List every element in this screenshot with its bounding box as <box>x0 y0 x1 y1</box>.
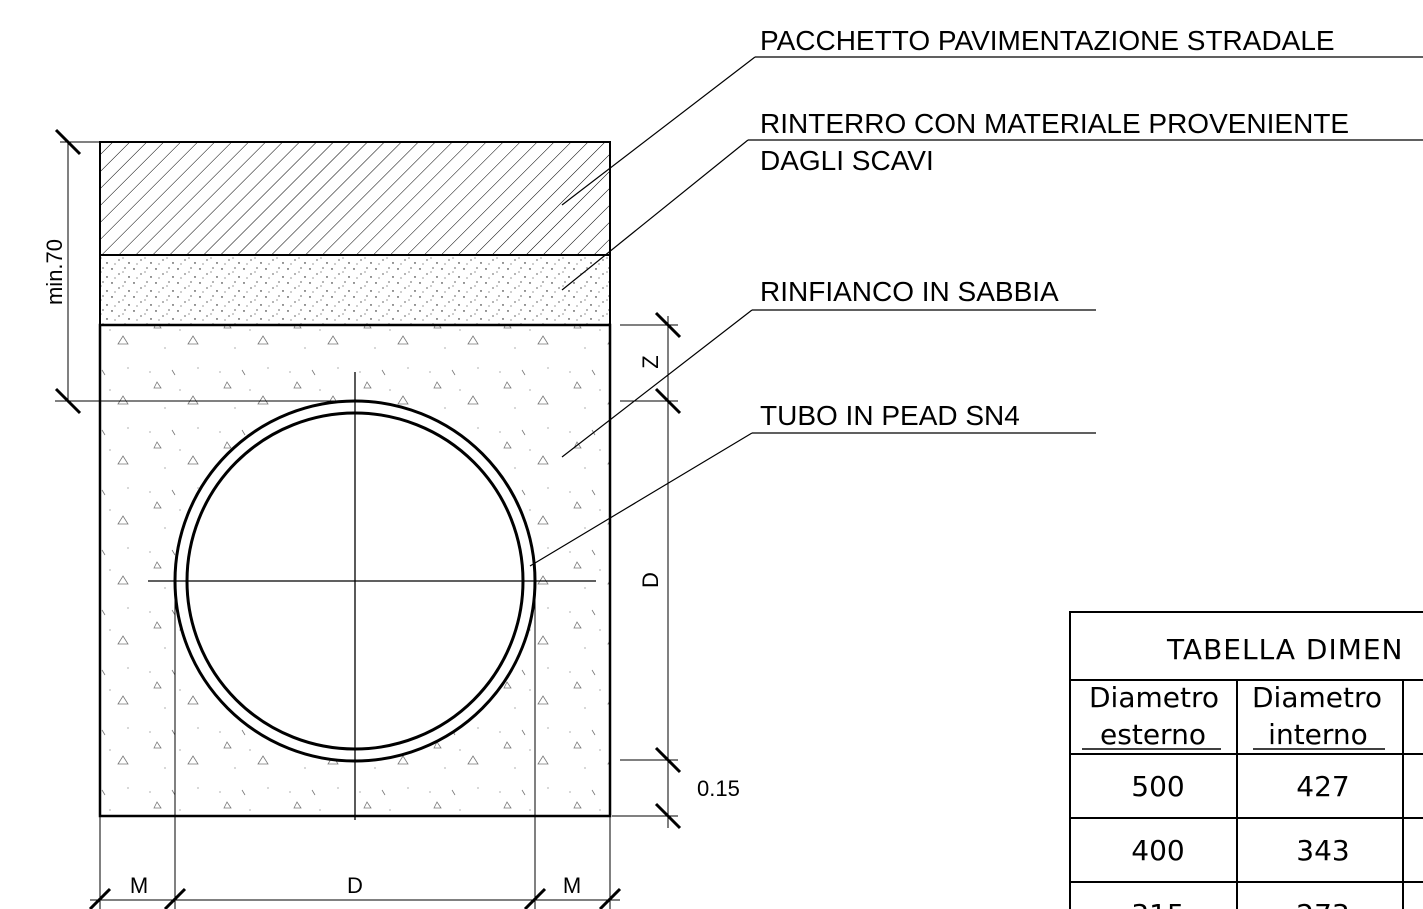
table-cell: 315 <box>1131 898 1184 909</box>
table-cell: 273 <box>1296 898 1349 909</box>
table-cell: 500 <box>1131 770 1184 803</box>
dim-tick <box>654 746 682 774</box>
table-title: TABELLA DIMEN <box>1166 633 1404 666</box>
table-header: Diametro <box>1089 681 1219 714</box>
dim-tick <box>54 128 82 156</box>
backfill-layer <box>99 254 611 326</box>
table-header: interno <box>1268 718 1368 751</box>
dim-tick <box>598 887 622 909</box>
d-horizontal-dimension-label: D <box>347 873 363 898</box>
dim-tick <box>163 887 187 909</box>
dim-tick <box>523 887 547 909</box>
sand-bedding-label: RINFIANCO IN SABBIA <box>760 276 1059 307</box>
dim-tick <box>654 387 682 415</box>
cover-dimension-label: min.70 <box>42 239 67 305</box>
backfill-label-line1: RINTERRO CON MATERIALE PROVENIENTE <box>760 108 1349 139</box>
dim-tick <box>654 311 682 339</box>
table-cell: 427 <box>1296 770 1349 803</box>
z-dimension-label: Z <box>638 355 663 368</box>
dim-tick <box>88 887 112 909</box>
table-cell: 400 <box>1131 834 1184 867</box>
backfill-label-line2: DAGLI SCAVI <box>760 145 934 176</box>
dimensions-table: TABELLA DIMEN Diametro esterno Diametro … <box>1069 611 1423 909</box>
table-header: esterno <box>1100 718 1206 751</box>
dim-tick <box>54 387 82 415</box>
table-header: Diametro <box>1252 681 1382 714</box>
d-vertical-dimension-label: D <box>638 572 663 588</box>
pipe-label: TUBO IN PEAD SN4 <box>760 400 1020 431</box>
dim-tick <box>654 802 682 830</box>
pavement-label: PACCHETTO PAVIMENTAZIONE STRADALE <box>760 25 1335 56</box>
bed-thickness-label: 0.15 <box>697 776 740 801</box>
table-cell: 343 <box>1296 834 1349 867</box>
m-left-dimension-label: M <box>130 873 148 898</box>
m-right-dimension-label: M <box>563 873 581 898</box>
pavement-layer <box>99 141 611 256</box>
